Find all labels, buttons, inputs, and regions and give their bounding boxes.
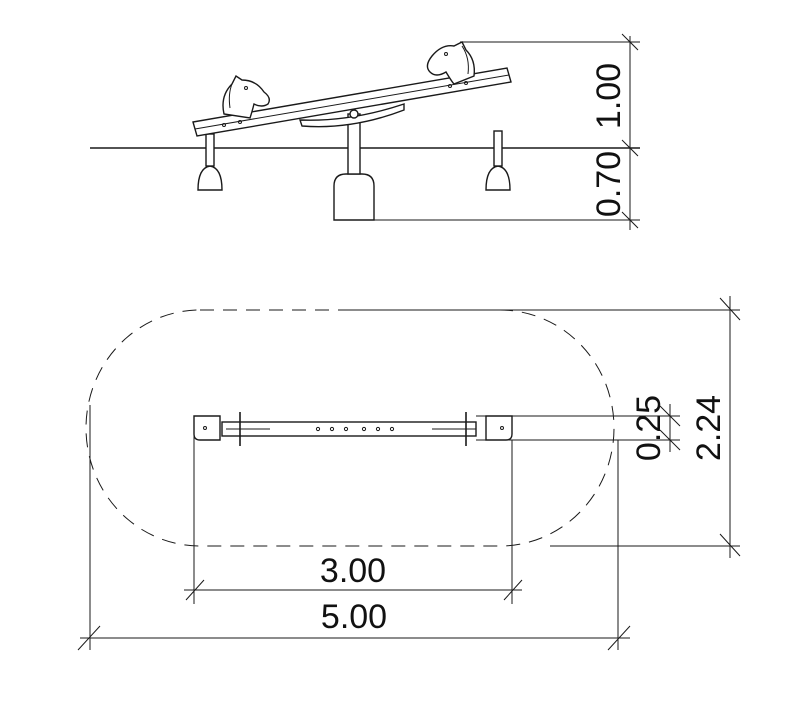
dim-safety-width-label: 2.24 <box>690 395 728 461</box>
dim-safety-length: 5.00 <box>77 405 631 651</box>
post-right <box>493 130 503 167</box>
dim-beam-width: 0.25 <box>476 395 681 461</box>
footing-right <box>485 165 511 191</box>
seesaw-plan <box>193 412 513 446</box>
post-left <box>205 133 215 167</box>
dim-safety-length-label: 5.00 <box>321 598 387 636</box>
dim-beam-width-label: 0.25 <box>630 395 668 461</box>
dim-equipment-length: 3.00 <box>184 436 523 604</box>
elevation-view: 1.00 0.70 <box>90 33 640 230</box>
dim-depth: 0.70 <box>370 148 640 230</box>
horse-head-left-icon <box>222 74 271 119</box>
plan-view: 3.00 5.00 0.25 2.24 <box>77 296 741 651</box>
dim-safety-width: 2.24 <box>350 296 741 558</box>
dim-depth-label: 0.70 <box>590 151 628 217</box>
dim-equipment-length-label: 3.00 <box>320 552 386 590</box>
footing-center <box>333 173 375 221</box>
pivot-bolt <box>349 109 359 119</box>
footing-left <box>197 165 223 191</box>
dim-height: 1.00 <box>460 33 640 157</box>
safety-zone-outline <box>85 309 615 547</box>
seesaw-beam <box>192 67 512 137</box>
horse-head-right-icon <box>426 41 476 85</box>
dim-height-label: 1.00 <box>590 63 628 129</box>
